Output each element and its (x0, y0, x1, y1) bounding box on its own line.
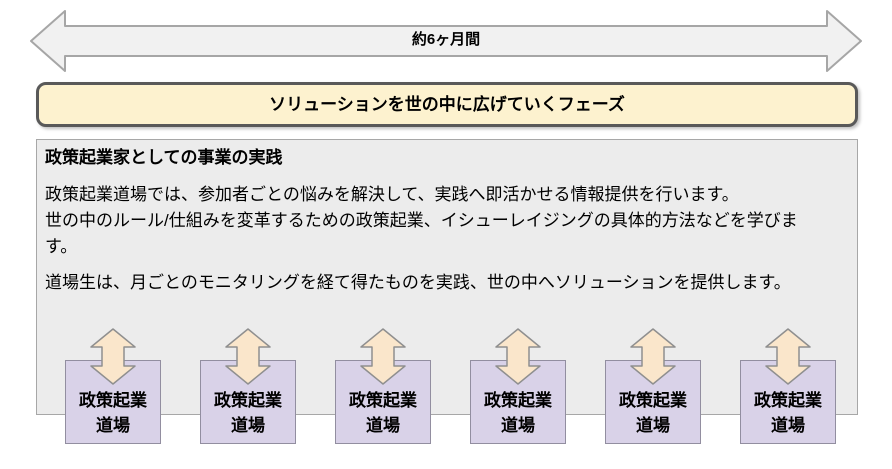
double-arrow-vertical-icon (630, 328, 676, 385)
dojo-box-label-line2: 道場 (771, 416, 805, 435)
phase-banner: ソリューションを世の中に広げていくフェーズ (36, 82, 858, 127)
dojo-box-label-line2: 道場 (96, 416, 130, 435)
paragraph-line: 道場生は、月ごとのモニタリングを経て得たものを実践、世の中へソリューションを提供… (45, 273, 791, 292)
panel-paragraph-1: 政策起業道場では、参加者ごとの悩みを解決して、実践へ即活かせる情報提供を行います… (45, 182, 849, 260)
dojo-group-1: 政策起業 道場 (65, 328, 161, 445)
double-arrow-vertical-icon (360, 328, 406, 385)
double-arrow-vertical-icon (90, 328, 136, 385)
panel-title: 政策起業家としての事業の実践 (45, 148, 283, 167)
dojo-box-label-line1: 政策起業 (349, 391, 417, 410)
dojo-box: 政策起業 道場 (335, 360, 431, 444)
timeline-double-arrow: 約6ヶ月間 (30, 10, 862, 72)
paragraph-line: 政策起業道場では、参加者ごとの悩みを解決して、実践へ即活かせる情報提供を行います… (45, 185, 739, 204)
double-arrow-vertical-icon (765, 328, 811, 385)
dojo-group-3: 政策起業 道場 (335, 328, 431, 445)
dojo-box-label-line1: 政策起業 (79, 391, 147, 410)
paragraph-line: 世の中のルール/仕組みを変革するための政策起業、イシューレイジングの具体的方法な… (45, 211, 798, 230)
dojo-box-label-line2: 道場 (501, 416, 535, 435)
description-panel: 政策起業家としての事業の実践 政策起業道場では、参加者ごとの悩みを解決して、実践… (36, 139, 858, 415)
double-arrow-vertical-icon (225, 328, 271, 385)
paragraph-line: す。 (45, 237, 78, 256)
double-arrow-vertical-icon (495, 328, 541, 385)
dojo-box-label-line1: 政策起業 (754, 391, 822, 410)
dojo-group-4: 政策起業 道場 (470, 328, 566, 445)
panel-paragraph-2: 道場生は、月ごとのモニタリングを経て得たものを実践、世の中へソリューションを提供… (45, 270, 849, 296)
dojo-box-label-line1: 政策起業 (484, 391, 552, 410)
dojo-group-5: 政策起業 道場 (605, 328, 701, 445)
dojo-group-6: 政策起業 道場 (740, 328, 836, 445)
timeline-duration-label: 約6ヶ月間 (411, 31, 481, 48)
dojo-box-label-line1: 政策起業 (214, 391, 282, 410)
dojo-box-label-line2: 道場 (231, 416, 265, 435)
dojo-group-2: 政策起業 道場 (200, 328, 296, 445)
double-arrow-horizontal-icon (30, 10, 862, 72)
dojo-box-label-line2: 道場 (636, 416, 670, 435)
dojo-box-label-line1: 政策起業 (619, 391, 687, 410)
dojo-box-label-line2: 道場 (366, 416, 400, 435)
